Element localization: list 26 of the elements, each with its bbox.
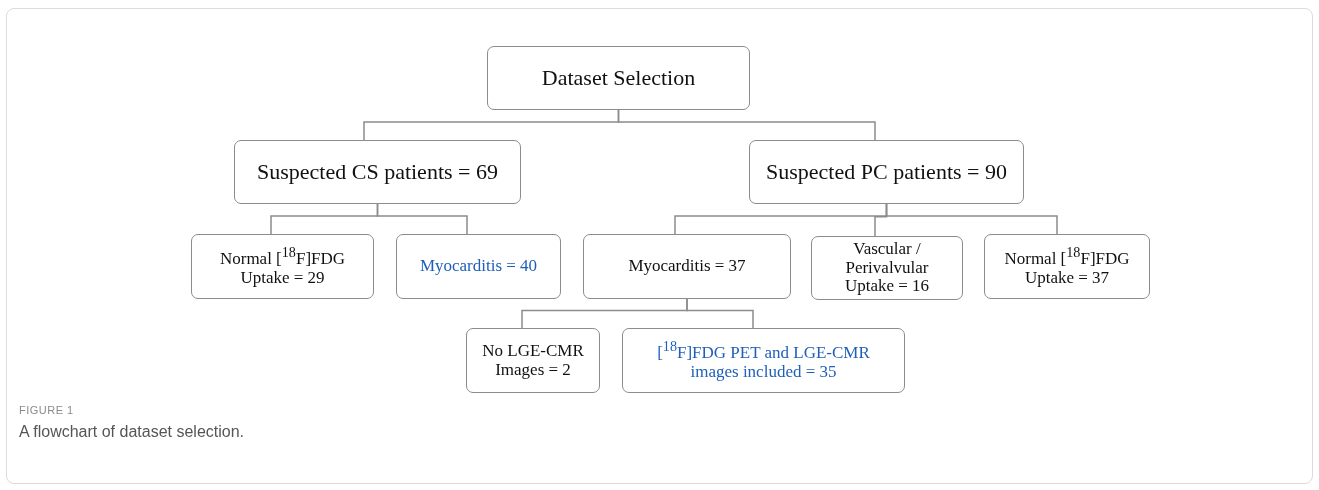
process-box [191,234,374,299]
process-box [234,140,521,204]
node-text: Normal [$^{18}$F]FDG Uptake = 37 [1003,245,1131,288]
connector-line [686,298,754,329]
process-box [622,328,905,393]
figure-label: FIGURE 1 [19,404,74,416]
node-text: Myocarditis = 40 [419,257,538,276]
process-box [749,140,1024,204]
process-box [487,46,750,110]
node-text: No LGE-CMR Images = 2 [481,341,585,380]
process-box [984,234,1150,299]
connector-line [617,109,876,141]
process-box [811,236,963,300]
process-box [466,328,600,393]
node-text: [$^{18}$F]FDG PET and LGE-CMR images included = 35 [656,339,871,382]
node-text: Normal [$^{18}$F]FDG Uptake = 29 [218,245,347,288]
process-box [396,234,561,299]
node-text: Suspected PC patients = 90 [766,159,1007,185]
connector-line [376,203,468,235]
connector-line [885,203,1058,235]
node-text: Dataset Selection [541,65,696,91]
node-text: Myocarditis = 37 [628,257,746,276]
process-box [583,234,791,299]
node-text: Vascular / Perivalvular Uptake = 16 [843,239,931,297]
node-text: Suspected CS patients = 69 [257,159,498,185]
figure-caption: A flowchart of dataset selection. [19,423,244,441]
